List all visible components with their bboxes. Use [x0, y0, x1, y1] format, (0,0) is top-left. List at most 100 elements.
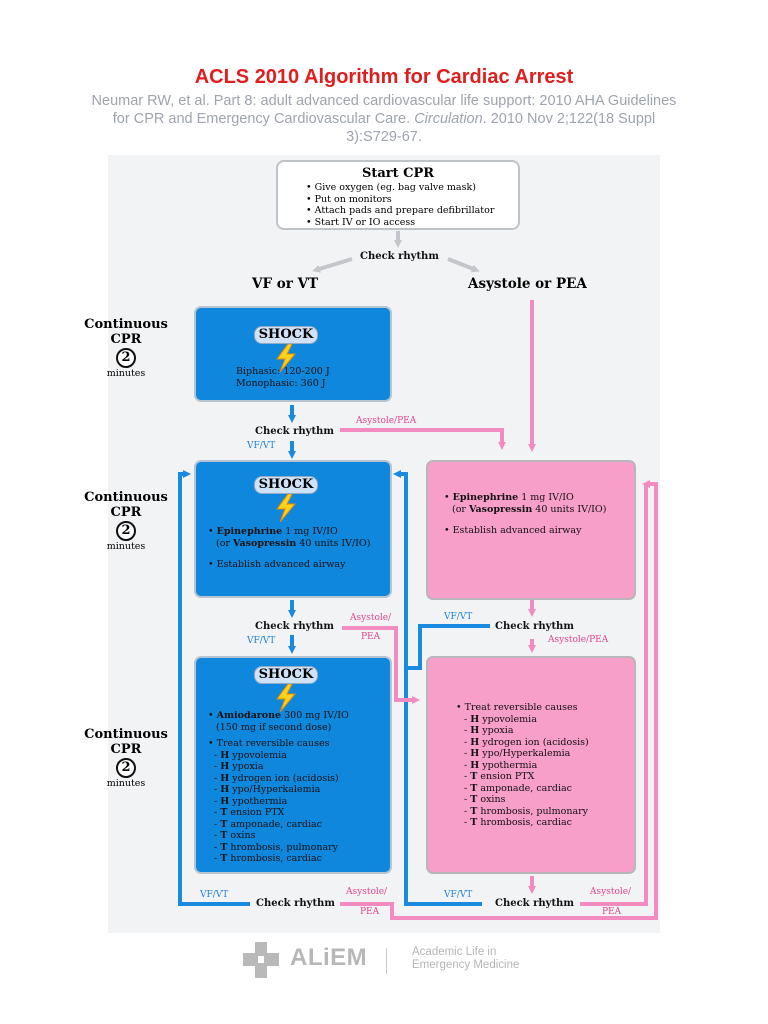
list-item: - T ension PTX [214, 807, 285, 818]
list-item: - H ypoxia [464, 725, 514, 736]
timer-icon: 2 [116, 348, 136, 368]
asystole-pea-label-1: Asystole/PEA [356, 416, 417, 426]
box2-text: • Epinephrine 1 mg IV/IO (or Vasopressin… [208, 526, 388, 571]
asystole-pea-label-pink-1: Asystole/PEA [548, 635, 609, 645]
start-item: • Put on monitors [306, 193, 392, 205]
asystole-label-bottom-left: Asystole/ [346, 887, 388, 897]
epinephrine-dose: 1 mg IV/IO [518, 492, 574, 503]
lightning-icon [276, 344, 297, 372]
vfvt-label-bottom-right: VF/VT [444, 890, 473, 900]
list-item: - T amponade, cardiac [464, 782, 572, 794]
causes-title: • Treat reversible causes [208, 738, 330, 749]
vasopressin-line: (or Vasopressin 40 units IV/IO) [452, 503, 607, 515]
causes-list: - H ypovolemia - H ypoxia - H ydrogen io… [208, 750, 390, 865]
cpr-line2: CPR [110, 332, 142, 347]
logo-line1: Academic Life in [412, 946, 497, 958]
loop-right-asystole [580, 484, 648, 906]
start-item: • Give oxygen (eg. bag valve mask) [306, 182, 476, 193]
amiodarone-line: • Amiodarone 300 mg IV/IO [208, 710, 349, 721]
timer-icon: 2 [116, 758, 136, 778]
pea-label-bottom-left: PEA [360, 907, 380, 917]
cpr-line1: Continuous [84, 490, 168, 505]
list-item: - T hrombosis, cardiac [464, 817, 572, 828]
citation-text-b: . 2010 Nov 2;122(18 Suppl 3):S729-67. [346, 111, 656, 145]
minutes-label: minutes [106, 778, 146, 789]
shock-badge: SHOCK [254, 326, 318, 344]
list-item: - H ypovolemia [214, 749, 287, 761]
pink-box-2: • Treat reversible causes - H ypovolemia… [426, 656, 636, 874]
vasopressin-name: Vasopressin [469, 503, 533, 515]
asystole-label-bottom-right: Asystole/ [590, 887, 632, 897]
loop-mid-upper-vfvt [408, 624, 490, 670]
lightning-icon [276, 494, 297, 522]
amiodarone-name: Amiodarone [216, 710, 282, 721]
loop-mid-vfvt [393, 470, 482, 906]
shock-badge: SHOCK [254, 666, 318, 684]
pink1-text: • Epinephrine 1 mg IV/IO (or Vasopressin… [444, 492, 634, 537]
timer-icon: 2 [116, 521, 136, 541]
check-rhythm-bottom-left: Check rhythm [256, 898, 335, 909]
vasopressin-dose: 40 units IV/IO) [532, 503, 607, 515]
epinephrine-dose: 1 mg IV/IO [282, 526, 338, 537]
minutes-label: minutes [106, 541, 146, 552]
vfvt-label-2: VF/VT [247, 636, 276, 646]
list-item: - H ypo/Hyperkalemia [464, 748, 571, 759]
lightning-icon [276, 684, 297, 712]
causes-list: - H ypovolemia - H ypoxia - H ydrogen io… [456, 714, 634, 829]
check-rhythm-2: Check rhythm [255, 621, 334, 632]
continuous-cpr-1: Continuous CPR 2 minutes [78, 317, 174, 379]
check-rhythm-top: Check rhythm [360, 251, 439, 262]
list-item: - H ypoxia [214, 761, 264, 772]
box3-text: • Amiodarone 300 mg IV/IO (150 mg if sec… [208, 710, 390, 865]
start-cpr-title: Start CPR [361, 166, 435, 181]
epinephrine-line: • Epinephrine 1 mg IV/IO [208, 526, 338, 537]
causes-title: • Treat reversible causes [456, 702, 578, 713]
start-item: • Attach pads and prepare defibrillator [306, 205, 495, 216]
shock-box-1: SHOCK Biphasic: 120-200 J Monophasic: 36… [194, 306, 392, 402]
energy-text: Biphasic: 120-200 J Monophasic: 360 J [236, 366, 330, 389]
cpr-line1: Continuous [84, 727, 168, 742]
start-cpr-box: Start CPR • Give oxygen (eg. bag valve m… [276, 160, 520, 230]
shock-badge: SHOCK [254, 476, 318, 494]
monophasic-line: Monophasic: 360 J [236, 377, 326, 389]
logo-wordmark: ALiEM [290, 944, 368, 971]
arrow-box2-asystole [342, 626, 420, 704]
minutes-label: minutes [106, 368, 146, 379]
list-item: - H ypo/Hyperkalemia [214, 784, 321, 795]
vasopressin-dose: 40 units IV/IO) [296, 537, 371, 549]
vasopressin-name: Vasopressin [233, 537, 297, 549]
amiodarone-note: (150 mg if second dose) [216, 721, 332, 733]
pink-box-1: • Epinephrine 1 mg IV/IO (or Vasopressin… [426, 460, 636, 600]
check-rhythm-bottom-right: Check rhythm [495, 898, 574, 909]
check-rhythm-pink-1: Check rhythm [495, 621, 574, 632]
amiodarone-dose: 300 mg IV/IO [281, 710, 349, 721]
list-item: - T oxins [214, 830, 256, 841]
vasopressin-line: (or Vasopressin 40 units IV/IO) [216, 537, 371, 549]
cpr-line2: CPR [110, 742, 142, 757]
page-title: ACLS 2010 Algorithm for Cardiac Arrest [194, 66, 574, 88]
continuous-cpr-3: Continuous CPR 2 minutes [78, 727, 174, 789]
logo-divider [386, 948, 387, 974]
start-item: • Start IV or IO access [306, 216, 416, 228]
arrow-asystole-from-box1 [340, 428, 506, 450]
branch-vf-vt: VF or VT [252, 276, 319, 292]
aliem-cross-icon [243, 942, 279, 978]
logo-subtitle: Academic Life in Emergency Medicine [412, 946, 519, 972]
asystole-label-2: Asystole/ [350, 613, 392, 623]
vfvt-label-bottom-left: VF/VT [200, 890, 229, 900]
list-item: - T ension PTX [464, 771, 535, 782]
cpr-line1: Continuous [84, 317, 168, 332]
branch-asystole-pea: Asystole or PEA [468, 276, 587, 292]
list-item: - H ypovolemia [464, 713, 537, 725]
epinephrine-line: • Epinephrine 1 mg IV/IO [444, 492, 574, 503]
biphasic-line: Biphasic: 120-200 J [236, 366, 330, 377]
list-item: - H ydrogen ion (acidosis) [464, 736, 589, 748]
list-item: - T oxins [464, 794, 506, 805]
list-item: - H ypothermia [214, 795, 288, 807]
list-item: - H ydrogen ion (acidosis) [214, 772, 339, 784]
loop-left-asystole [340, 480, 658, 920]
citation: Neumar RW, et al. Part 8: adult advanced… [90, 92, 678, 146]
arrow-check-right [447, 257, 480, 273]
airway-line: • Establish advanced airway [444, 525, 582, 536]
